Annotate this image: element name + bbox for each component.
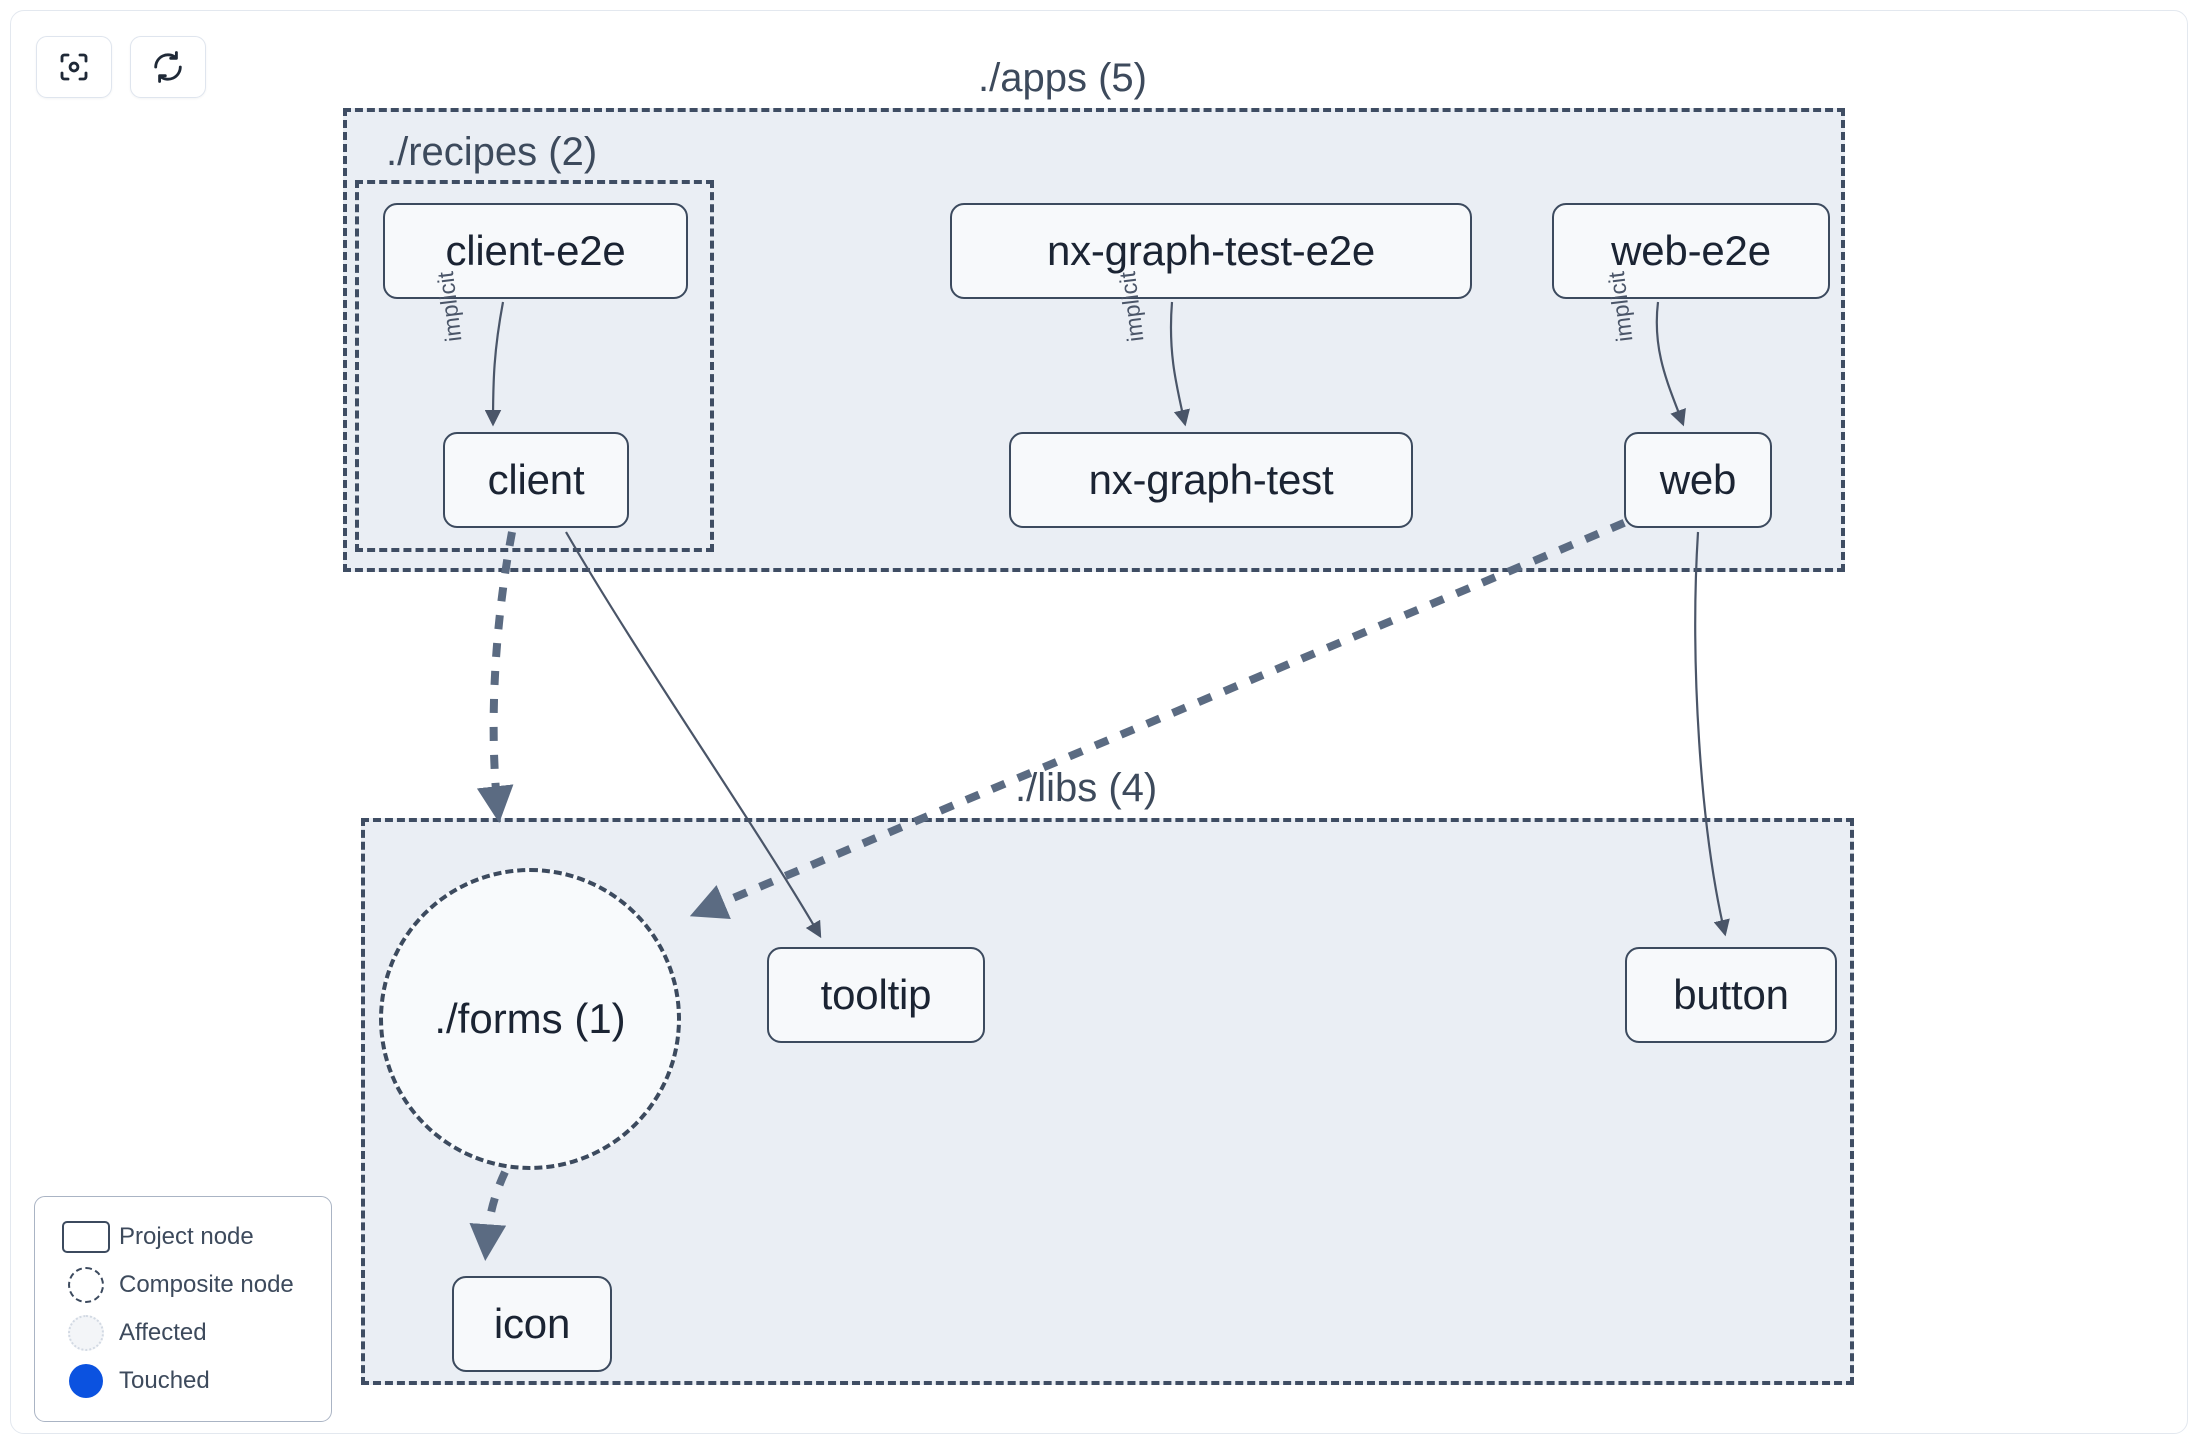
- focus-graph-button[interactable]: [36, 36, 112, 98]
- node-icon[interactable]: icon: [452, 1276, 612, 1372]
- viewfinder-focus-icon: [56, 49, 92, 85]
- node-client-e2e[interactable]: client-e2e: [383, 203, 688, 299]
- edge-client-to-forms: [476, 531, 516, 823]
- affected-swatch: [53, 1315, 119, 1351]
- touched-swatch: [53, 1364, 119, 1398]
- group-label-libs: ./libs (4): [1005, 768, 1168, 808]
- refresh-icon: [150, 49, 186, 85]
- node-nx-graph-test-e2e[interactable]: nx-graph-test-e2e: [950, 203, 1472, 299]
- project-node-swatch: [53, 1221, 119, 1253]
- refresh-graph-button[interactable]: [130, 36, 206, 98]
- legend-label-affected: Affected: [119, 1319, 207, 1346]
- composite-node-swatch: [53, 1267, 119, 1303]
- group-label-recipes: ./recipes (2): [386, 130, 598, 174]
- legend-item-touched: Touched: [53, 1357, 313, 1405]
- legend-label-project-node: Project node: [119, 1223, 254, 1250]
- node-client[interactable]: client: [443, 432, 629, 528]
- graph-legend: Project node Composite node Affected Tou…: [34, 1196, 332, 1422]
- node-web[interactable]: web: [1624, 432, 1772, 528]
- legend-item-project-node: Project node: [53, 1213, 313, 1261]
- node-button[interactable]: button: [1625, 947, 1837, 1043]
- graph-toolbar: [36, 36, 206, 98]
- node-tooltip[interactable]: tooltip: [767, 947, 985, 1043]
- group-label-apps: ./apps (5): [968, 58, 1157, 98]
- node-nx-graph-test[interactable]: nx-graph-test: [1009, 432, 1413, 528]
- node-web-e2e[interactable]: web-e2e: [1552, 203, 1830, 299]
- legend-label-touched: Touched: [119, 1367, 210, 1394]
- legend-label-composite-node: Composite node: [119, 1271, 294, 1298]
- legend-item-composite-node: Composite node: [53, 1261, 313, 1309]
- legend-item-affected: Affected: [53, 1309, 313, 1357]
- node-forms-composite[interactable]: ./forms (1): [379, 868, 681, 1170]
